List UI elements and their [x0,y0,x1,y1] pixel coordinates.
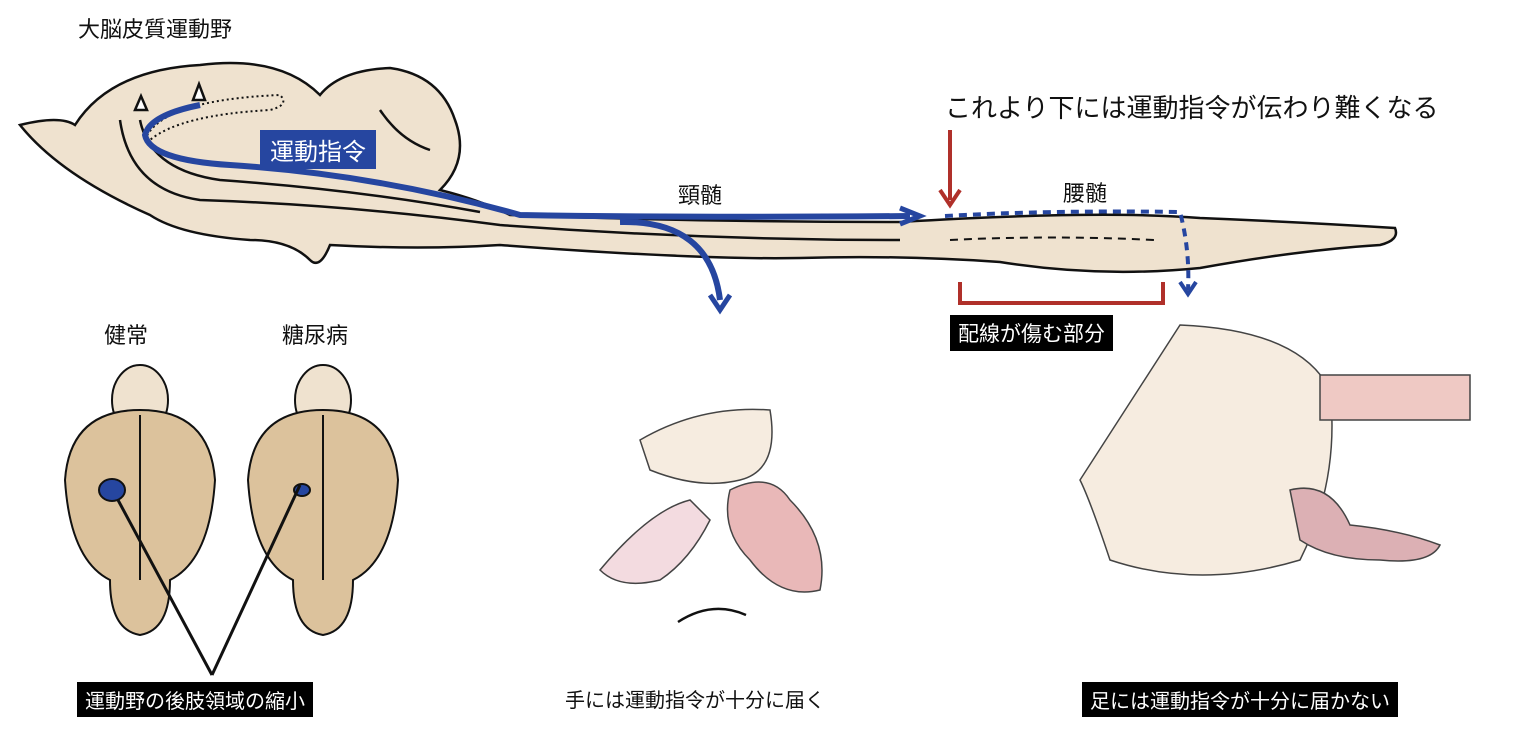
damaged-wiring-label: 配線が傷む部分 [950,315,1113,351]
blue-motor-pathway [141,102,1198,315]
cervical-label: 頸髄 [678,184,723,209]
motor-command-label: 運動指令 [260,130,376,169]
lumbar-fiber [949,236,1156,241]
healthy-label: 健常 [104,324,149,349]
foot-label: 足には運動指令が十分に届かない [1082,682,1398,717]
forepaw-illustration [598,408,823,624]
brain-healthy [63,364,217,637]
brain-diabetic [246,364,400,637]
lumbar-label: 腰髄 [1063,182,1108,207]
hindpaw-illustration [1079,324,1471,576]
title-motor-cortex: 大脳皮質運動野 [78,18,233,43]
pointer-arrows [116,484,302,676]
cortex-shrink-label: 運動野の後肢領域の縮小 [77,682,313,717]
hand-label: 手には運動指令が十分に届く [565,688,825,712]
damage-marker [938,130,1165,305]
annotation-top: これより下には運動指令が伝わり難くなる [945,94,1439,124]
diabetes-label: 糖尿病 [282,324,349,349]
